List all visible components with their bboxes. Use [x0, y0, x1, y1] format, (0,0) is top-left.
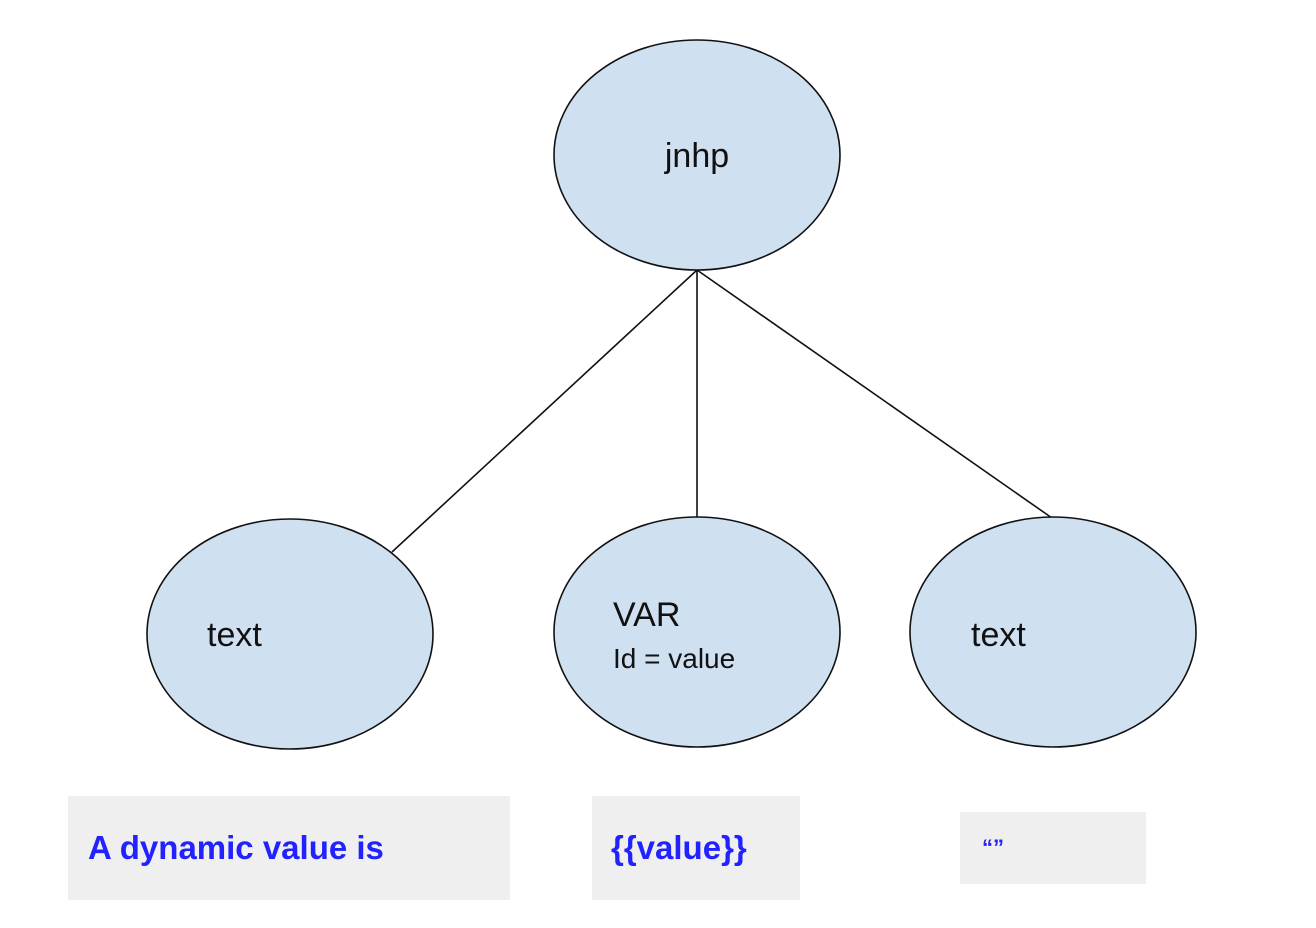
node-middle-sublabel: Id = value	[613, 643, 735, 674]
node-left: text	[146, 518, 434, 750]
node-left-label: text	[207, 616, 262, 654]
edge-root-to-left	[391, 269, 698, 553]
edge-root-to-right	[696, 269, 1053, 519]
code-box-middle-text: {{value}}	[611, 829, 747, 866]
node-root: jnhp	[553, 39, 841, 271]
node-right-ellipse	[909, 516, 1197, 748]
node-right: text	[909, 516, 1197, 748]
node-root-label: jnhp	[664, 137, 729, 175]
code-box-middle: {{value}}	[592, 796, 800, 900]
code-box-left: A dynamic value is	[68, 796, 510, 900]
code-box-right-text: “”	[982, 835, 1004, 860]
node-left-ellipse	[146, 518, 434, 750]
node-middle: VAR Id = value	[553, 516, 841, 748]
node-root-ellipse	[553, 39, 841, 271]
node-middle-label: VAR	[613, 596, 680, 634]
code-box-right: “”	[960, 812, 1146, 884]
node-middle-ellipse	[553, 516, 841, 748]
node-right-label: text	[971, 616, 1026, 654]
code-box-left-text: A dynamic value is	[88, 829, 384, 866]
